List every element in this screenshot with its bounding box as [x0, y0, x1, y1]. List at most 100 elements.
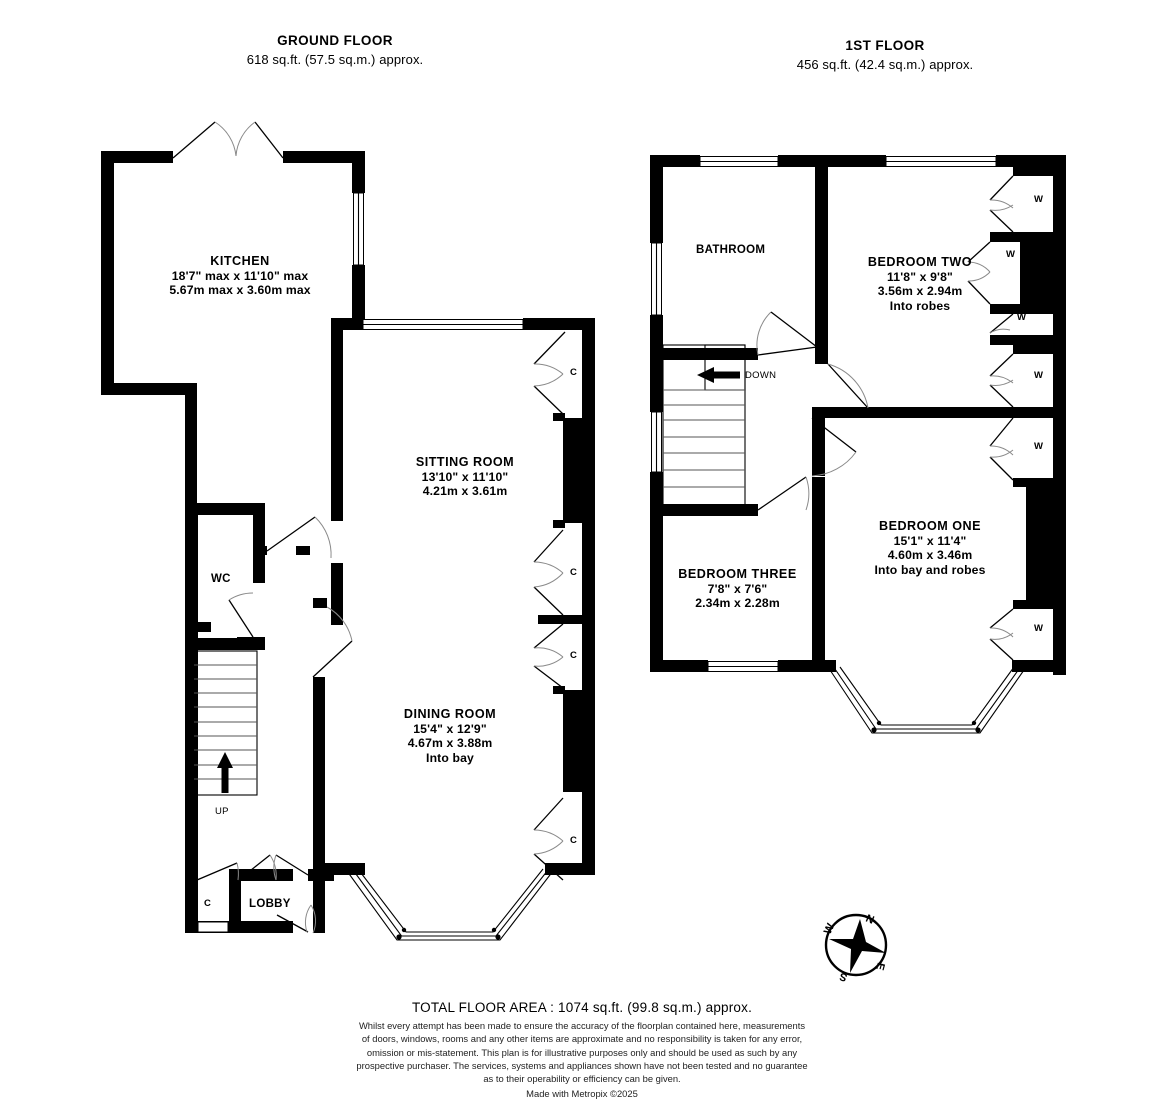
door-lobby-arc-right: [273, 854, 277, 881]
door-bathroom-leaf-b: [770, 311, 818, 348]
cupboard-label-2: C: [570, 567, 577, 578]
door-c3-leaf-top: [533, 623, 564, 649]
door-c3-arc-top: [533, 647, 564, 658]
door-bedthree-arc: [805, 476, 810, 511]
wall-hall-door-tab-3: [313, 598, 327, 608]
bedtwo-dim-metric: 3.56m x 2.94m: [877, 284, 963, 299]
door-hall-leaf-1: [266, 516, 316, 552]
door-c1-arc-top: [533, 363, 564, 375]
wall-kitchen-left: [101, 151, 114, 395]
wall-kitchen-top-right: [283, 151, 364, 163]
stair-up-label: UP: [215, 806, 229, 817]
door-w1-leaf-top: [989, 175, 1014, 201]
bedone-dim-metric: 4.60m x 3.46m: [887, 548, 973, 563]
door-w6-leaf-top: [989, 608, 1014, 629]
wall-right-outer: [582, 318, 595, 870]
bay-window-bedone: [829, 666, 1025, 734]
room-label-bedone: BEDROOM ONE 15'1" x 11'4" 4.60m x 3.46m …: [820, 519, 1040, 577]
dining-name: DINING ROOM: [403, 707, 497, 721]
wall-ff-right-outer: [1053, 155, 1066, 675]
ground-floor-area: 618 sq.ft. (57.5 sq.m.) approx.: [246, 51, 424, 67]
wall-bedone-right-pier: [1026, 487, 1054, 602]
door-w4-arc-bot: [989, 379, 1014, 386]
bedtwo-dim-imperial: 11'8" x 9'8": [887, 269, 953, 284]
door-kitchen-arc-right: [235, 121, 256, 157]
total-floor-area: TOTAL FLOOR AREA : 1074 sq.ft. (99.8 sq.…: [0, 1000, 1164, 1015]
door-kitchen-arc-left: [214, 121, 237, 157]
room-label-bedtwo: BEDROOM TWO 11'8" x 9'8" 3.56m x 2.94m I…: [820, 255, 1020, 313]
bay-window-dining: [346, 868, 554, 941]
wall-wc-top: [185, 503, 265, 515]
bay-outer-bedone: [829, 669, 1025, 734]
wall-kitchen-right-upper: [352, 151, 365, 193]
cupboard-c-text: C: [570, 367, 578, 378]
wall-ff-left-mid2: [650, 351, 663, 412]
sitting-name: SITTING ROOM: [415, 455, 515, 469]
door-c1-arc-bot: [533, 373, 564, 387]
bedthree-name: BEDROOM THREE: [678, 567, 797, 581]
window-cupboard-c: [197, 921, 229, 933]
door-bedthree-leaf: [757, 476, 807, 511]
wardrobe-w-text: W: [1034, 441, 1044, 452]
wall-bedthree-top: [663, 504, 758, 516]
wall-hall-door-tab-2: [296, 546, 310, 555]
door-c3-arc-bot: [533, 656, 564, 667]
bedthree-dim-metric: 2.34m x 2.28m: [695, 596, 780, 611]
wall-w5-bottom: [1013, 478, 1055, 487]
door-w5-leaf-bot: [989, 456, 1014, 481]
wall-ff-left-upper: [650, 155, 663, 243]
wardrobe-label-4: W: [1034, 370, 1043, 381]
door-w6-arc-bot: [989, 632, 1014, 640]
stair-up-text: UP: [215, 806, 229, 817]
door-w3-arc-top: [989, 328, 1011, 334]
door-c2-leaf-top: [533, 529, 564, 563]
wardrobe-w-text: W: [1006, 249, 1016, 260]
wall-wc-lower-left: [185, 622, 211, 632]
first-floor-heading: 1ST FLOOR 456 sq.ft. (42.4 sq.m.) approx…: [735, 36, 1035, 74]
wc-label: WC: [211, 573, 231, 585]
bathroom-label: BATHROOM: [696, 244, 766, 256]
door-bedone-leaf: [811, 417, 857, 453]
wall-hall-door-tab-1: [253, 546, 267, 555]
door-c2-arc-bot: [533, 572, 564, 588]
disclaimer-line: omission or mis-statement. This plan is …: [366, 1046, 798, 1058]
wall-w2-bottom: [990, 304, 1028, 314]
wardrobe-w-text: W: [1034, 194, 1044, 205]
cupboard-label-3: C: [570, 650, 577, 661]
wall-w6-top: [1013, 600, 1055, 609]
door-kitchen-leaf-left: [172, 121, 216, 159]
room-label-bedthree: BEDROOM THREE 7'8" x 7'6" 2.34m x 2.28m: [645, 567, 830, 611]
door-cupboard-c-leaf: [196, 862, 238, 881]
room-label-dining: DINING ROOM 15'4" x 12'9" 4.67m x 3.88m …: [355, 707, 545, 765]
compass-rose: N E S W: [822, 913, 888, 983]
disclaimer-line: prospective purchaser. The services, sys…: [356, 1060, 808, 1072]
cupboard-label-4: C: [570, 835, 577, 846]
wall-w1-top: [1013, 167, 1055, 176]
bay-corner-dot: [491, 927, 497, 933]
door-w5-leaf-top: [989, 417, 1014, 447]
door-lobby-arc-left: [269, 854, 277, 881]
door-w2-leaf-top: [967, 241, 991, 263]
bedthree-dim-imperial: 7'8" x 7'6": [707, 581, 768, 596]
wall-bedone-left-upper: [812, 418, 825, 476]
ground-floor-plan: [101, 121, 595, 941]
wall-sitting-left-mid: [331, 563, 343, 625]
door-w1-leaf-bot: [989, 209, 1014, 233]
wall-w4-top: [1013, 345, 1055, 354]
wall-kitchen-right-lower: [352, 265, 365, 319]
door-w2-arc-bot: [967, 271, 991, 282]
made-with-credit: Made with Metropix ©2025: [0, 1088, 1164, 1099]
cupboard-c-text: C: [570, 650, 578, 661]
door-c3-leaf-bot: [533, 665, 564, 689]
cupboard-c-text: C: [204, 898, 212, 909]
disclaimer: Whilst every attempt has been made to en…: [0, 1019, 1164, 1086]
dining-note: Into bay: [426, 750, 474, 765]
door-w2-arc-top: [967, 261, 991, 273]
ground-floor-heading: GROUND FLOOR 618 sq.ft. (57.5 sq.m.) app…: [185, 31, 485, 69]
door-w4-arc-top: [989, 375, 1014, 384]
stair-outline-first: [662, 344, 746, 506]
wall-cupboard-divider: [538, 615, 582, 624]
disclaimer-line: Whilst every attempt has been made to en…: [358, 1020, 806, 1031]
room-label-wc: WC: [211, 573, 231, 585]
wall-cupboard-tab-2: [553, 520, 565, 528]
